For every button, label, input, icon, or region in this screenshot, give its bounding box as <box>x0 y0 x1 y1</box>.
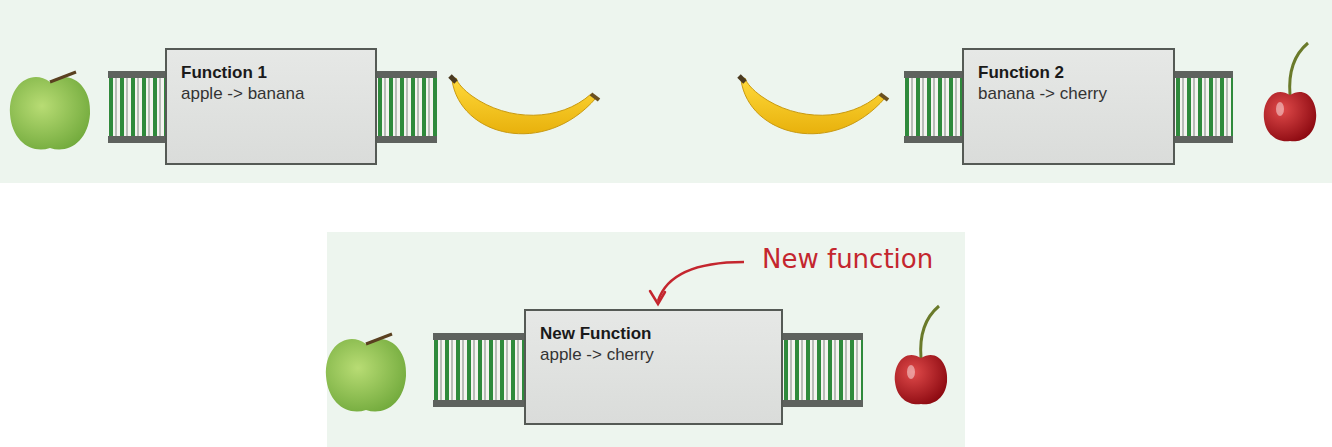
function-box: Function 2banana -> cherry <box>962 48 1175 165</box>
rail <box>108 71 166 143</box>
box-heading: Function 1 <box>181 62 361 83</box>
function-box: New Functionapple -> cherry <box>524 309 783 425</box>
function-box: Function 1apple -> banana <box>165 48 377 165</box>
callout-label: New function <box>762 244 933 274</box>
arrow-head <box>650 291 665 304</box>
rail <box>433 333 525 407</box>
box-body: banana -> cherry <box>978 83 1159 104</box>
rail <box>377 71 437 143</box>
bottom-panel <box>327 232 965 447</box>
apple <box>326 334 406 412</box>
box-heading: New Function <box>540 323 767 344</box>
rail <box>904 71 963 143</box>
banana <box>739 76 888 134</box>
box-heading: Function 2 <box>978 62 1159 83</box>
cherry <box>1264 43 1316 141</box>
box-body: apple -> cherry <box>540 344 767 365</box>
rail <box>1175 71 1233 143</box>
cherry <box>895 306 947 404</box>
apple <box>10 72 90 150</box>
top-panel <box>0 0 1332 183</box>
banana <box>450 76 599 134</box>
rail <box>783 333 863 407</box>
box-body: apple -> banana <box>181 83 361 104</box>
callout-arrow <box>658 262 744 301</box>
